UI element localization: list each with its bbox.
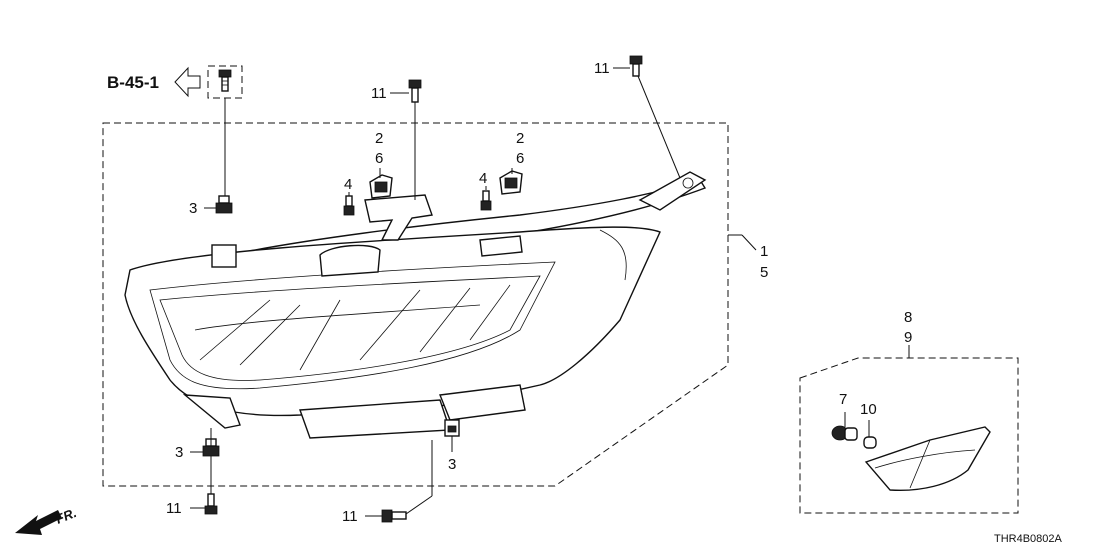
reference-label[interactable]: B-45-1 bbox=[107, 73, 159, 92]
callout-11[interactable]: 11 bbox=[371, 85, 387, 102]
clip-3-lower-mid[interactable] bbox=[444, 419, 460, 437]
bolt-11-top-center[interactable] bbox=[408, 79, 422, 103]
callout-9[interactable]: 9 bbox=[904, 329, 912, 346]
callout-6[interactable]: 6 bbox=[375, 150, 383, 167]
callout-4[interactable]: 4 bbox=[344, 176, 352, 193]
callout-10[interactable]: 10 bbox=[860, 401, 877, 418]
hollow-arrow-icon bbox=[174, 66, 201, 98]
bolt-11-bottom-mid[interactable] bbox=[381, 509, 407, 523]
screw-4-left[interactable] bbox=[343, 195, 355, 216]
callout-2[interactable]: 2 bbox=[375, 130, 383, 147]
front-arrow-icon bbox=[15, 510, 62, 535]
bolt-11-bottom-left[interactable] bbox=[204, 493, 218, 515]
bolt-icon bbox=[218, 69, 232, 92]
callout-4[interactable]: 4 bbox=[479, 170, 487, 187]
callout-3[interactable]: 3 bbox=[189, 200, 197, 217]
reference-arrow[interactable]: B-45-1 bbox=[107, 66, 201, 98]
callout-3[interactable]: 3 bbox=[175, 444, 183, 461]
bulb-socket-7[interactable] bbox=[831, 425, 858, 441]
callout-11[interactable]: 11 bbox=[594, 60, 610, 77]
callout-5[interactable]: 5 bbox=[760, 264, 768, 281]
leader-line bbox=[405, 495, 433, 515]
front-direction-indicator: FR. bbox=[15, 505, 79, 535]
bulb-10[interactable] bbox=[863, 436, 877, 449]
headlight-unit[interactable] bbox=[124, 171, 707, 439]
callout-3[interactable]: 3 bbox=[448, 456, 456, 473]
drawing-code: THR4B0802A bbox=[994, 533, 1063, 545]
screw-4-right[interactable] bbox=[480, 190, 492, 211]
callout-8[interactable]: 8 bbox=[904, 309, 912, 326]
callout-2[interactable]: 2 bbox=[516, 130, 524, 147]
bracket-2-6-left[interactable] bbox=[369, 174, 393, 199]
clip-3-upper[interactable] bbox=[215, 195, 233, 214]
callout-1[interactable]: 1 bbox=[760, 243, 768, 260]
leader-line bbox=[637, 75, 681, 179]
side-marker-boundary bbox=[799, 357, 1019, 514]
callout-6[interactable]: 6 bbox=[516, 150, 524, 167]
headlight-assembly-boundary bbox=[102, 122, 729, 487]
callout-11[interactable]: 11 bbox=[342, 508, 358, 525]
bolt-11-top-right[interactable] bbox=[629, 55, 643, 77]
side-marker-lamp[interactable] bbox=[864, 426, 991, 492]
front-label: FR. bbox=[54, 505, 79, 527]
callout-11[interactable]: 11 bbox=[166, 500, 182, 517]
bracket-2-6-right[interactable] bbox=[499, 170, 523, 195]
leader-line bbox=[741, 234, 757, 251]
callout-7[interactable]: 7 bbox=[839, 391, 847, 408]
